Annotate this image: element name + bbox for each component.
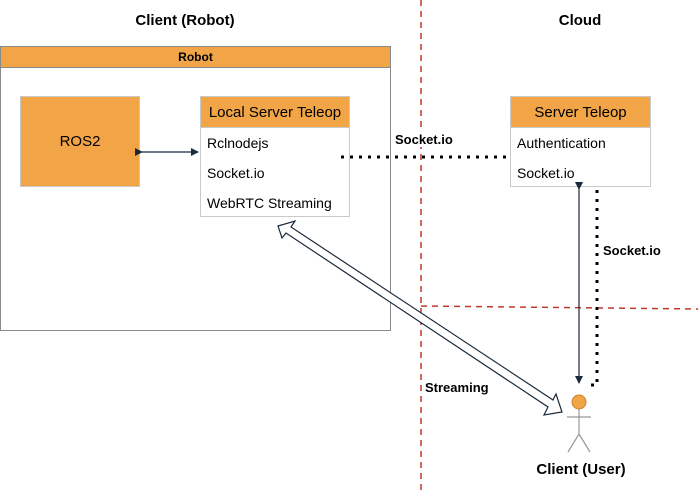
server-teleop-item-socketio: Socket.io (517, 165, 575, 181)
local-server-teleop-title: Local Server Teleop (201, 97, 349, 128)
local-server-item-rclnodejs: Rclnodejs (207, 135, 269, 151)
ros2-node[interactable]: ROS2 (20, 96, 140, 187)
local-server-teleop-box[interactable]: Local Server Teleop Rclnodejs Socket.io … (200, 96, 350, 217)
cloud-horizontal-divider (420, 305, 698, 310)
edge-label-streaming: Streaming (424, 380, 490, 395)
client-user-actor-icon (567, 394, 591, 453)
client-user-label: Client (User) (536, 461, 626, 478)
robot-container[interactable]: Robot (0, 46, 391, 331)
client-region-title: Client (Robot) (135, 12, 235, 29)
edge-label-server-to-client: Socket.io (602, 243, 662, 258)
robot-container-header: Robot (1, 47, 390, 68)
server-teleop-title: Server Teleop (511, 97, 650, 128)
local-server-item-webrtc: WebRTC Streaming (207, 195, 332, 211)
server-teleop-box[interactable]: Server Teleop Authentication Socket.io (510, 96, 651, 187)
socketio-dotted-link-vertical (590, 190, 599, 387)
server-teleop-item-authentication: Authentication (517, 135, 606, 151)
edge-label-local-to-server: Socket.io (394, 132, 454, 147)
cloud-region-title: Cloud (558, 12, 602, 29)
ros2-node-label: ROS2 (59, 133, 101, 150)
streaming-hollow-arrow (277, 219, 563, 416)
local-server-item-socketio: Socket.io (207, 165, 265, 181)
